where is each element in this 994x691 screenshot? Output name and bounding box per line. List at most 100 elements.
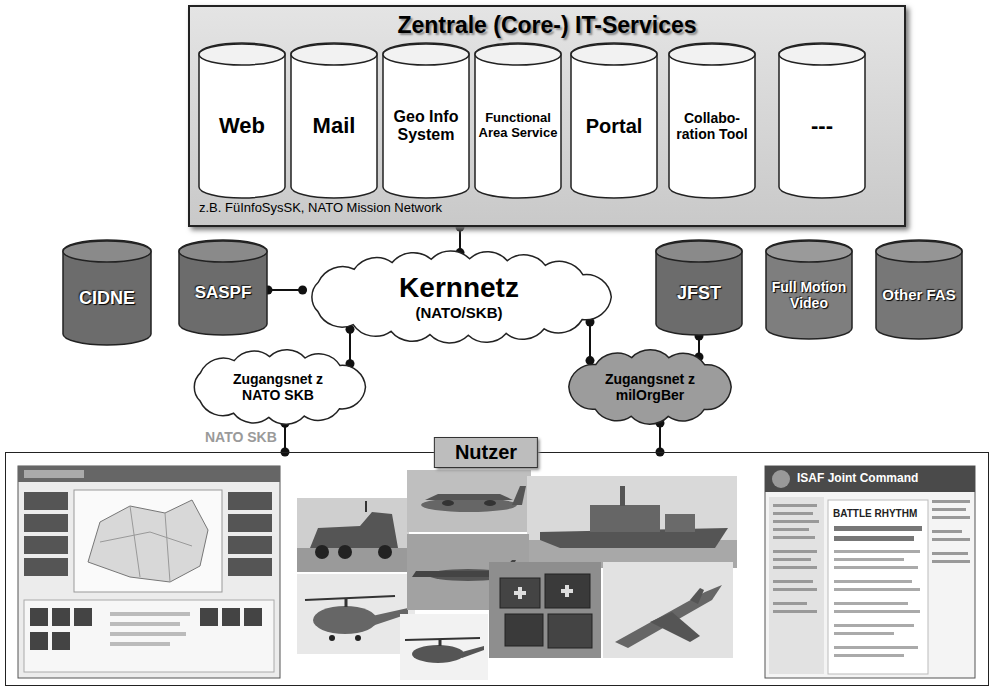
wiki-screenshot [228,558,272,576]
aircraft-photo [512,486,526,505]
text-area: Web [201,67,283,185]
isaf-screenshot [773,610,817,613]
wiki-screenshot [244,608,262,626]
text-area: --- [781,67,863,185]
cylinder-body [179,240,267,335]
aircraft-photo [425,494,513,500]
helicopter-photo [297,574,415,654]
service-cylinder: --- [778,43,866,199]
cylinder-body [876,240,962,339]
text-area: Geo Info System [385,67,467,185]
isaf-screenshot [773,602,807,605]
cylinder-body [669,43,755,198]
cylinder-top [63,241,151,262]
isaf-screenshot [834,602,908,605]
isaf-screenshot [834,624,914,627]
text-area: Functional Area Service [477,67,559,185]
isaf-screenshot [773,528,809,531]
isaf-screenshot [769,497,824,674]
wiki-screenshot [110,632,186,636]
isaf-screenshot [773,536,815,539]
panel-heading: Nutzer [434,437,538,468]
access-cloud: Zugangsnet z NATO SKB [182,348,374,426]
medical-photo [518,587,522,599]
node-label: Collabo- ration Tool [671,110,753,142]
helicopter-photo [355,635,361,641]
screenshot-title: ISAF Joint Command [797,472,918,486]
wiki-screenshot [110,642,170,646]
service-panel: Zentrale (Core-) IT-Servicesz.B. FüInfoS… [188,5,906,227]
isaf-screenshot [834,550,920,553]
cylinder-top [669,44,755,65]
cylinder-top [475,44,561,65]
medical-photo [505,614,543,646]
cylinder-body [766,240,852,339]
node-label: (NATO/SKB) [416,304,503,321]
network-cloud: Kernnetz(NATO/SKB) [298,250,620,344]
medical-photo [545,574,590,608]
isaf-screenshot [772,470,790,488]
node-label: SASPF [195,283,252,303]
text-area: Zugangsnet z NATO SKB [194,358,361,415]
text-area: Collabo- ration Tool [671,67,753,185]
isaf-screenshot [773,520,819,523]
fas-cylinder: CIDNE [62,240,152,346]
wiki-screenshot [228,514,272,532]
isaf-screenshot [834,558,904,561]
helicopter-photo [305,596,395,600]
wiki-screenshot [18,466,280,678]
helicopter-photo [345,598,348,607]
wiki-screenshot [110,622,180,626]
aircraft-photo [442,500,454,506]
isaf-screenshot [932,552,968,555]
aircraft-photo [407,470,531,532]
text-area: Zugangsnet z milOrgBer [573,359,727,415]
wiki-screenshot [222,608,240,626]
panel-heading: Zentrale (Core-) IT-Services [190,12,904,38]
node-label: JFST [677,283,721,304]
connector-group [656,419,665,457]
service-cylinder: Mail [290,43,378,199]
text-area: SASPF [181,264,265,322]
vehicle-photo [297,498,409,572]
cylinder-top [779,44,865,65]
isaf-screenshot [834,526,922,531]
cylinder-top [571,44,657,65]
text-area: JFST [658,264,740,322]
isaf-screenshot [834,610,920,613]
wiki-screenshot [24,470,84,478]
service-cylinder: Portal [570,43,658,199]
connector-dot [298,286,307,295]
isaf-screenshot [834,566,918,569]
wiki-screenshot [88,500,208,582]
vehicle-photo [310,512,398,548]
connector-line [349,329,351,364]
helicopter-photo [329,635,335,641]
node-label: Portal [586,115,643,138]
cylinder-body [656,240,742,335]
access-cloud: Zugangsnet z milOrgBer [560,348,740,426]
aircraft-photo [407,470,531,532]
cylinder-top [383,44,469,65]
ghost-label: NATO SKB [205,429,277,445]
cylinder-top [291,44,377,65]
jet-photo [603,562,733,658]
text-area: Mail [293,67,375,185]
text-area: Full Motion Video [768,264,850,326]
cylinder-top [179,241,267,262]
cylinder-body [199,43,285,198]
cylinder-top [656,241,742,262]
wiki-screenshot [52,608,70,626]
cylinder-body [475,43,561,198]
ship-photo [620,486,625,506]
medical-photo [500,578,540,608]
node-label: Zugangsnet z NATO SKB [232,371,324,403]
tiger-helicopter-photo [439,639,442,646]
isaf-screenshot [834,646,918,649]
connector-group [264,286,308,295]
aircraft-photo [421,498,517,512]
service-cylinder: Web [198,43,286,199]
vehicle-photo [365,501,367,512]
isaf-screenshot [765,466,975,678]
cloud-shape [569,350,731,424]
